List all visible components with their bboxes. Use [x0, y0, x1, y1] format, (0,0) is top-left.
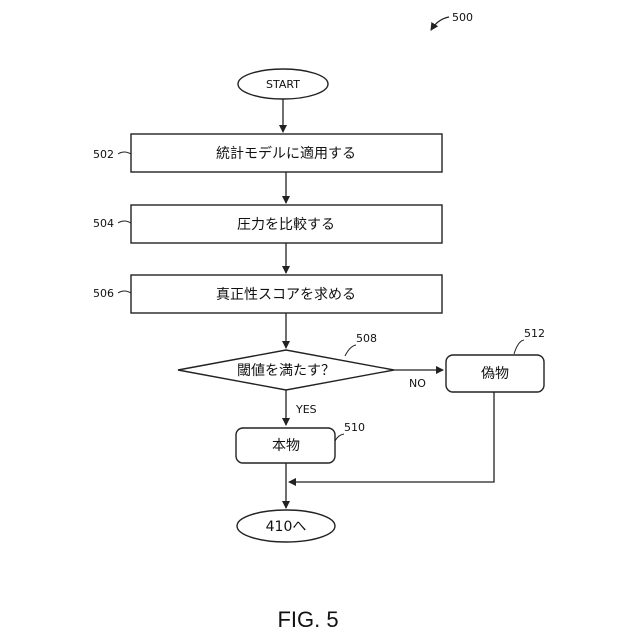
figure-caption: FIG. 5 — [277, 607, 338, 632]
step-504-box: 圧力を比較する — [131, 205, 442, 243]
step-506-ref: 506 — [93, 287, 114, 300]
yes-branch-label: YES — [295, 403, 317, 416]
end-terminal: 410へ — [237, 510, 335, 542]
figure-ref-arrow — [431, 17, 449, 30]
decision-508-leader — [345, 345, 356, 356]
fake-512-box: 偽物 — [446, 355, 544, 392]
step-506-label: 真正性スコアを求める — [216, 287, 356, 303]
step-502-label: 統計モデルに適用する — [216, 145, 356, 162]
step-506-box: 真正性スコアを求める — [131, 275, 442, 313]
authentic-510-ref: 510 — [344, 421, 365, 434]
step-504-label: 圧力を比較する — [237, 217, 335, 233]
start-label: START — [266, 78, 300, 91]
step-506-leader — [118, 291, 131, 293]
figure-ref-label: 500 — [452, 11, 473, 24]
authentic-510-box: 本物 — [236, 428, 335, 463]
fake-512-label: 偽物 — [481, 366, 509, 382]
step-502-box: 統計モデルに適用する — [131, 134, 442, 172]
step-502-ref: 502 — [93, 148, 114, 161]
fake-512-ref: 512 — [524, 327, 545, 340]
decision-508-diamond: 閾値を満たす？ — [178, 350, 394, 390]
authentic-510-label: 本物 — [272, 438, 300, 454]
decision-508-ref: 508 — [356, 332, 377, 345]
start-terminal: START — [238, 69, 328, 99]
step-504-leader — [118, 221, 131, 223]
no-branch-label: NO — [409, 377, 426, 390]
authentic-510-leader — [335, 434, 344, 441]
step-504-ref: 504 — [93, 217, 114, 230]
end-label: 410へ — [266, 519, 307, 535]
step-502-leader — [118, 152, 131, 154]
decision-508-label: 閾値を満たす？ — [237, 363, 335, 379]
fake-512-leader — [514, 340, 524, 354]
